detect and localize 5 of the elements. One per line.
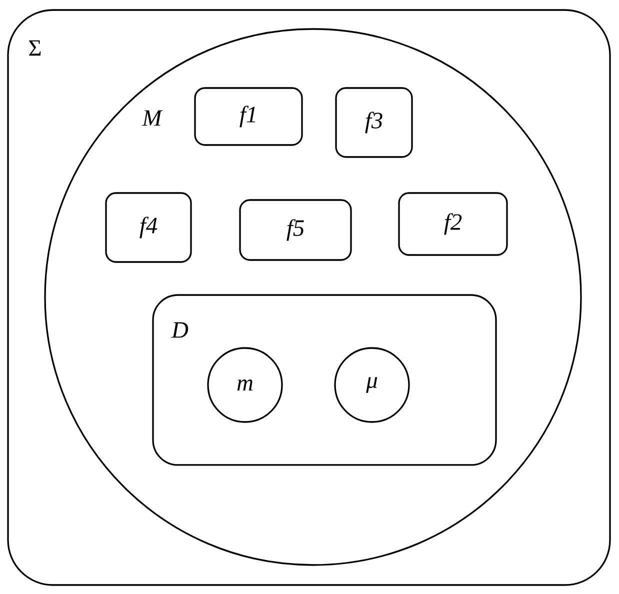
element-box: f5: [239, 199, 352, 261]
element-box: f3: [335, 87, 413, 158]
element-box: f4: [105, 192, 192, 263]
element-box: f1: [194, 87, 303, 146]
element-box: f2: [398, 192, 508, 256]
